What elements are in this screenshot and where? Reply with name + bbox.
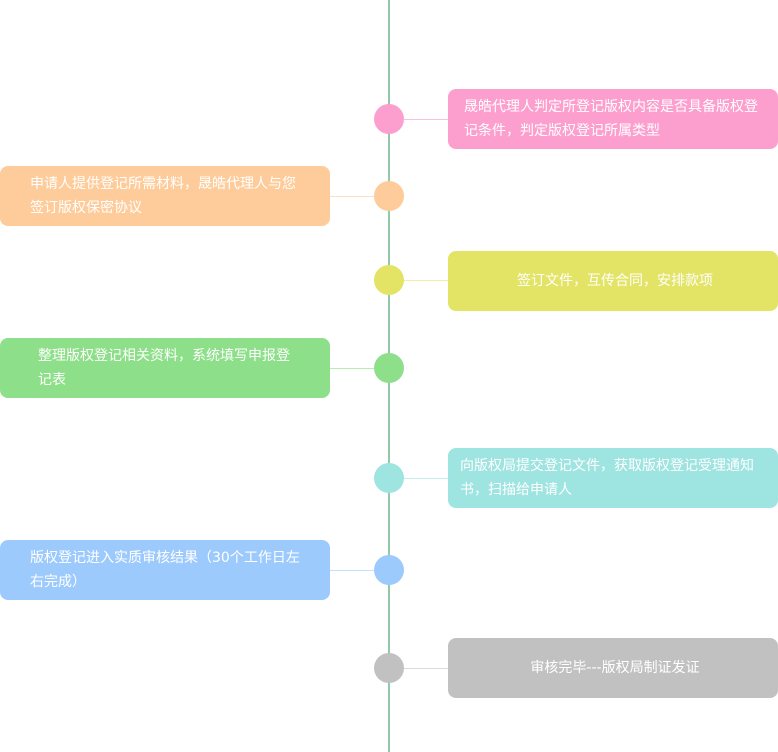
step-4-card: 整理版权登记相关资料，系统填写申报登记表 xyxy=(0,338,330,398)
step-6-text: 版权登记进入实质审核结果（30个工作日左右完成） xyxy=(30,550,300,590)
step-6-connector xyxy=(330,570,374,571)
step-2-dot xyxy=(374,181,404,211)
step-5-dot xyxy=(374,463,404,493)
step-4-connector xyxy=(330,368,374,369)
step-3-card: 签订文件，互传合同，安排款项 xyxy=(448,251,778,311)
step-1-connector xyxy=(404,119,448,120)
step-5-connector xyxy=(404,478,448,479)
step-4-dot xyxy=(374,353,404,383)
step-7-card: 审核完毕---版权局制证发证 xyxy=(448,638,778,698)
step-2-text: 申请人提供登记所需材料，晟皓代理人与您签订版权保密协议 xyxy=(30,176,296,216)
step-1-card: 晟皓代理人判定所登记版权内容是否具备版权登记条件，判定版权登记所属类型 xyxy=(448,89,778,149)
step-2-card: 申请人提供登记所需材料，晟皓代理人与您签订版权保密协议 xyxy=(0,166,330,226)
step-4-text: 整理版权登记相关资料，系统填写申报登记表 xyxy=(38,348,290,388)
step-6-card: 版权登记进入实质审核结果（30个工作日左右完成） xyxy=(0,540,330,600)
step-3-connector xyxy=(404,280,448,281)
step-7-dot xyxy=(374,653,404,683)
step-2-connector xyxy=(330,196,374,197)
step-1-dot xyxy=(374,104,404,134)
step-7-text: 审核完毕---版权局制证发证 xyxy=(530,660,700,676)
step-5-text: 向版权局提交登记文件，获取版权登记受理通知书，扫描给申请人 xyxy=(460,458,754,498)
step-3-text: 签订文件，互传合同，安排款项 xyxy=(517,273,713,289)
step-7-connector xyxy=(404,668,448,669)
step-1-text: 晟皓代理人判定所登记版权内容是否具备版权登记条件，判定版权登记所属类型 xyxy=(464,99,758,139)
step-6-dot xyxy=(374,555,404,585)
step-3-dot xyxy=(374,265,404,295)
step-5-card: 向版权局提交登记文件，获取版权登记受理通知书，扫描给申请人 xyxy=(448,448,778,508)
